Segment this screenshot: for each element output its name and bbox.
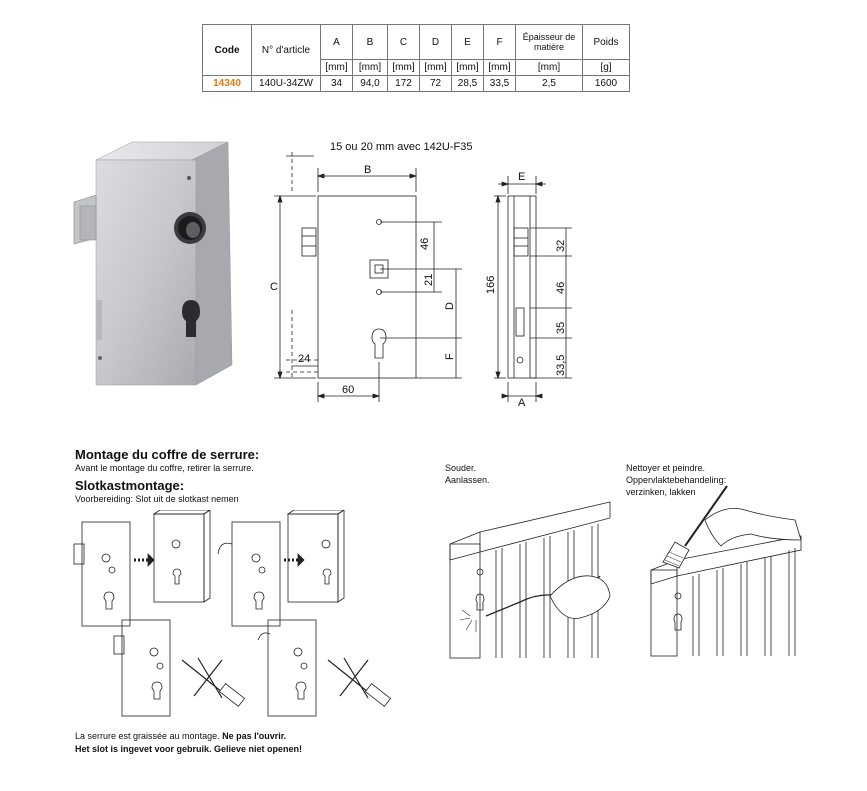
mounting-sub-fr: Avant le montage du coffre, retirer la s… (75, 463, 254, 473)
cell-weight: 1600 (582, 75, 630, 92)
step1-lock-removal (73, 510, 211, 627)
painting-line1: Nettoyer et peindre. (626, 463, 706, 473)
header-a: A (320, 24, 353, 60)
dim-21: 21 (423, 274, 435, 286)
header-code: Code (202, 24, 252, 76)
step3-do-not-open (113, 619, 246, 717)
painting-line2: Oppervlaktebehandeling: (626, 475, 727, 485)
unit-thickness: [mm] (515, 59, 583, 76)
cell-thickness: 2,5 (515, 75, 583, 92)
step2-lock-removal (217, 510, 345, 627)
welding-line1: Souder. (445, 463, 477, 473)
product-photo (73, 141, 233, 386)
dim-e: E (518, 171, 525, 183)
cell-c: 172 (387, 75, 420, 92)
header-d: D (419, 24, 452, 60)
cell-b: 94,0 (352, 75, 388, 92)
dim-note: 15 ou 20 mm avec 142U-F35 (330, 141, 472, 153)
cell-code: 14340 (202, 75, 252, 92)
dim-35: 35 (555, 322, 567, 334)
step4-do-not-open (257, 619, 392, 717)
dim-c: C (270, 281, 278, 293)
mounting-illustrations (73, 510, 392, 717)
dim-32: 32 (555, 240, 567, 252)
welding-illustration (449, 501, 611, 659)
dim-166: 166 (485, 276, 497, 294)
cell-d: 72 (419, 75, 452, 92)
unit-weight: [g] (582, 59, 630, 76)
header-f: F (483, 24, 516, 60)
dim-60: 60 (342, 384, 354, 396)
header-c: C (387, 24, 420, 60)
header-thickness: Épaisseur de matière (515, 24, 583, 60)
unit-f: [mm] (483, 59, 516, 76)
lock-box-front-view (317, 195, 417, 379)
cell-a: 34 (320, 75, 353, 92)
header-weight: Poids (582, 24, 630, 60)
dim-24: 24 (298, 353, 310, 365)
dim-f: F (444, 353, 456, 360)
mounting-title-fr: Montage du coffre de serrure: (75, 447, 260, 462)
cell-article: 140U-34ZW (251, 75, 321, 92)
header-article: N° d'article (251, 24, 321, 76)
caption-nl: Het slot is ingevet voor gebruik. Geliev… (75, 744, 303, 754)
dim-33-5: 33,5 (555, 355, 567, 376)
lock-box-side-view (507, 195, 537, 379)
dim-46: 46 (419, 238, 431, 250)
header-b: B (352, 24, 388, 60)
header-e: E (451, 24, 484, 60)
dim-b: B (364, 164, 371, 176)
dim-d: D (444, 302, 456, 310)
mounting-title-nl: Slotkastmontage: (75, 478, 185, 493)
painting-illustration (650, 485, 802, 657)
unit-b: [mm] (352, 59, 388, 76)
caption-fr-2: Ne pas l'ouvrir. (222, 731, 287, 741)
caption-fr: La serrure est graissée au montage. Ne p… (75, 730, 286, 742)
welding-line2: Aanlassen. (445, 475, 490, 485)
unit-c: [mm] (387, 59, 420, 76)
dim-46-side: 46 (555, 282, 567, 294)
unit-a: [mm] (320, 59, 353, 76)
caption-fr-1: La serrure est graissée au montage. (75, 731, 220, 741)
painting-line3: verzinken, lakken (626, 487, 696, 497)
cell-e: 28,5 (451, 75, 484, 92)
unit-e: [mm] (451, 59, 484, 76)
spec-table: Code N° d'article A B C D E F Épaisseur … (202, 24, 630, 92)
mounting-sub-nl: Voorbereiding: Slot uit de slotkast neme… (75, 494, 239, 504)
cell-f: 33,5 (483, 75, 516, 92)
unit-d: [mm] (419, 59, 452, 76)
dim-a: A (518, 397, 526, 408)
technical-drawing: 15 ou 20 mm avec 142U-F35 B C 60 24 46 2… (270, 141, 572, 408)
